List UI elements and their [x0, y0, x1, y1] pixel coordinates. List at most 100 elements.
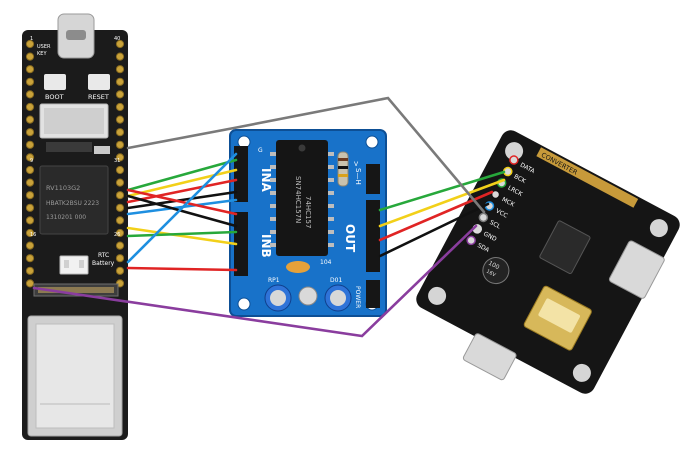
hdmi-mount-hole-3 — [428, 286, 447, 305]
pin-hole — [115, 90, 125, 99]
mount-bracket-bottom — [462, 333, 517, 381]
hdmi-pin-scl — [478, 212, 489, 223]
dip-leg — [270, 230, 276, 234]
hdmi-brand-strip — [536, 147, 639, 208]
pin-v-label: V — [354, 161, 359, 168]
header-power — [366, 280, 380, 308]
main-board: USER KEY 1 40 BOOT RESET 9 31 RV1103G2 H… — [22, 13, 128, 440]
hdmi-cap-voltage: 16V — [485, 269, 497, 279]
reset-button[interactable] — [88, 74, 110, 90]
dip-leg — [328, 217, 334, 221]
pin-hole — [25, 279, 35, 288]
battery-label: Battery — [92, 260, 115, 267]
wire-black-out — [378, 202, 490, 258]
wire-red-inb — [126, 188, 238, 216]
pin-hole — [115, 102, 125, 112]
hdmi-connector-opening — [538, 298, 580, 333]
wire-green-out — [378, 170, 506, 212]
pin-hole — [25, 128, 35, 137]
wire-red-ina — [126, 178, 238, 204]
pin-hole — [115, 228, 125, 238]
wire-bundle — [32, 96, 506, 338]
wire-blue-inb — [126, 152, 238, 264]
pin-hole — [115, 266, 125, 275]
usb-c-opening — [66, 30, 86, 40]
soc-label-line1: RV1103G2 — [46, 184, 80, 192]
pin-hole — [115, 191, 125, 200]
flash-chip — [46, 142, 92, 152]
pin-hole — [115, 52, 125, 61]
hdmi-bridge-chip — [539, 220, 591, 275]
pin-hole — [25, 153, 35, 162]
resistor-band-3 — [338, 174, 348, 177]
wire-gray-i2c — [126, 96, 486, 214]
pin-hole — [25, 178, 35, 187]
dip-leg — [270, 152, 276, 156]
pin-16-label: 16 — [30, 232, 36, 238]
dip-chip — [276, 140, 328, 256]
pin-hole — [25, 228, 35, 238]
pin-hole — [115, 216, 125, 225]
ethernet-jack-shield — [35, 323, 115, 429]
header-s-h — [366, 164, 380, 194]
pin-g-label: G — [258, 147, 263, 154]
pin-hole — [115, 115, 125, 124]
reset-label: RESET — [88, 93, 109, 101]
main-board-pins-right — [115, 39, 125, 288]
pin-hole — [115, 203, 125, 212]
pin-hole — [25, 191, 35, 200]
hdmi-mount-hole-4 — [572, 363, 591, 382]
key-label: KEY — [37, 51, 47, 57]
hdmi-cap-value: 100 — [487, 260, 501, 272]
hdmi-pin-bck — [503, 166, 513, 177]
s-h-label: S—H — [354, 168, 362, 185]
pin-9-label: 9 — [30, 158, 33, 164]
pin-hole — [25, 52, 35, 61]
pin-hole — [115, 254, 125, 263]
dip-chip-label-1: SN74HC157N — [294, 176, 302, 223]
d01-label: D01 — [330, 277, 342, 284]
pin-hole — [115, 77, 125, 86]
electrolytic-capacitor-right-top — [330, 290, 346, 306]
pin-hole — [115, 39, 125, 49]
pin-1-label: 1 — [30, 36, 33, 42]
soc-label-line2: HBATK2BSU 2223 — [46, 200, 99, 207]
wire-black-ina — [126, 190, 238, 210]
pin-hole — [115, 65, 125, 74]
dip-leg — [270, 165, 276, 169]
rp1-label: RP1 — [268, 277, 280, 284]
hdmi-mount-hole-2 — [649, 219, 668, 238]
resistor-band-2 — [338, 166, 348, 169]
boot-label: BOOT — [45, 93, 64, 101]
hdmi-pin-sda — [466, 235, 476, 246]
potentiometer — [298, 286, 318, 306]
pin-hole — [25, 203, 35, 212]
wire-green-inb — [126, 230, 238, 238]
buffer-board: G V INA INB OUT S—H POWER SN74HC157N 74H… — [229, 129, 387, 317]
pin-hole — [115, 140, 125, 149]
dip-leg — [328, 243, 334, 247]
pin-26-label: 26 — [114, 232, 120, 238]
hdmi-electrolytic-capacitor — [482, 257, 510, 285]
pin-hole — [25, 140, 35, 149]
inb-label: INB — [259, 234, 273, 258]
dip-leg — [270, 204, 276, 208]
wire-green-ina — [126, 158, 238, 192]
hdmi-pin-label-scl: SCL — [488, 219, 502, 231]
ina-label: INA — [259, 168, 273, 193]
sd-card-slot-inner — [44, 108, 104, 134]
wire-yellow-out — [378, 178, 506, 228]
dip-leg — [270, 178, 276, 182]
hdmi-pin-data — [509, 155, 519, 165]
pin-hole — [25, 241, 35, 250]
dip-leg — [328, 152, 334, 156]
header-out — [366, 200, 380, 272]
mount-hole-bottom-left — [237, 297, 251, 311]
boot-button[interactable] — [44, 74, 66, 90]
hdmi-module: CONVERTER 100 16V — [416, 130, 680, 394]
pin-hole — [115, 165, 125, 175]
rtc-pin-2 — [79, 260, 84, 268]
pin-40-label: 40 — [114, 36, 120, 42]
